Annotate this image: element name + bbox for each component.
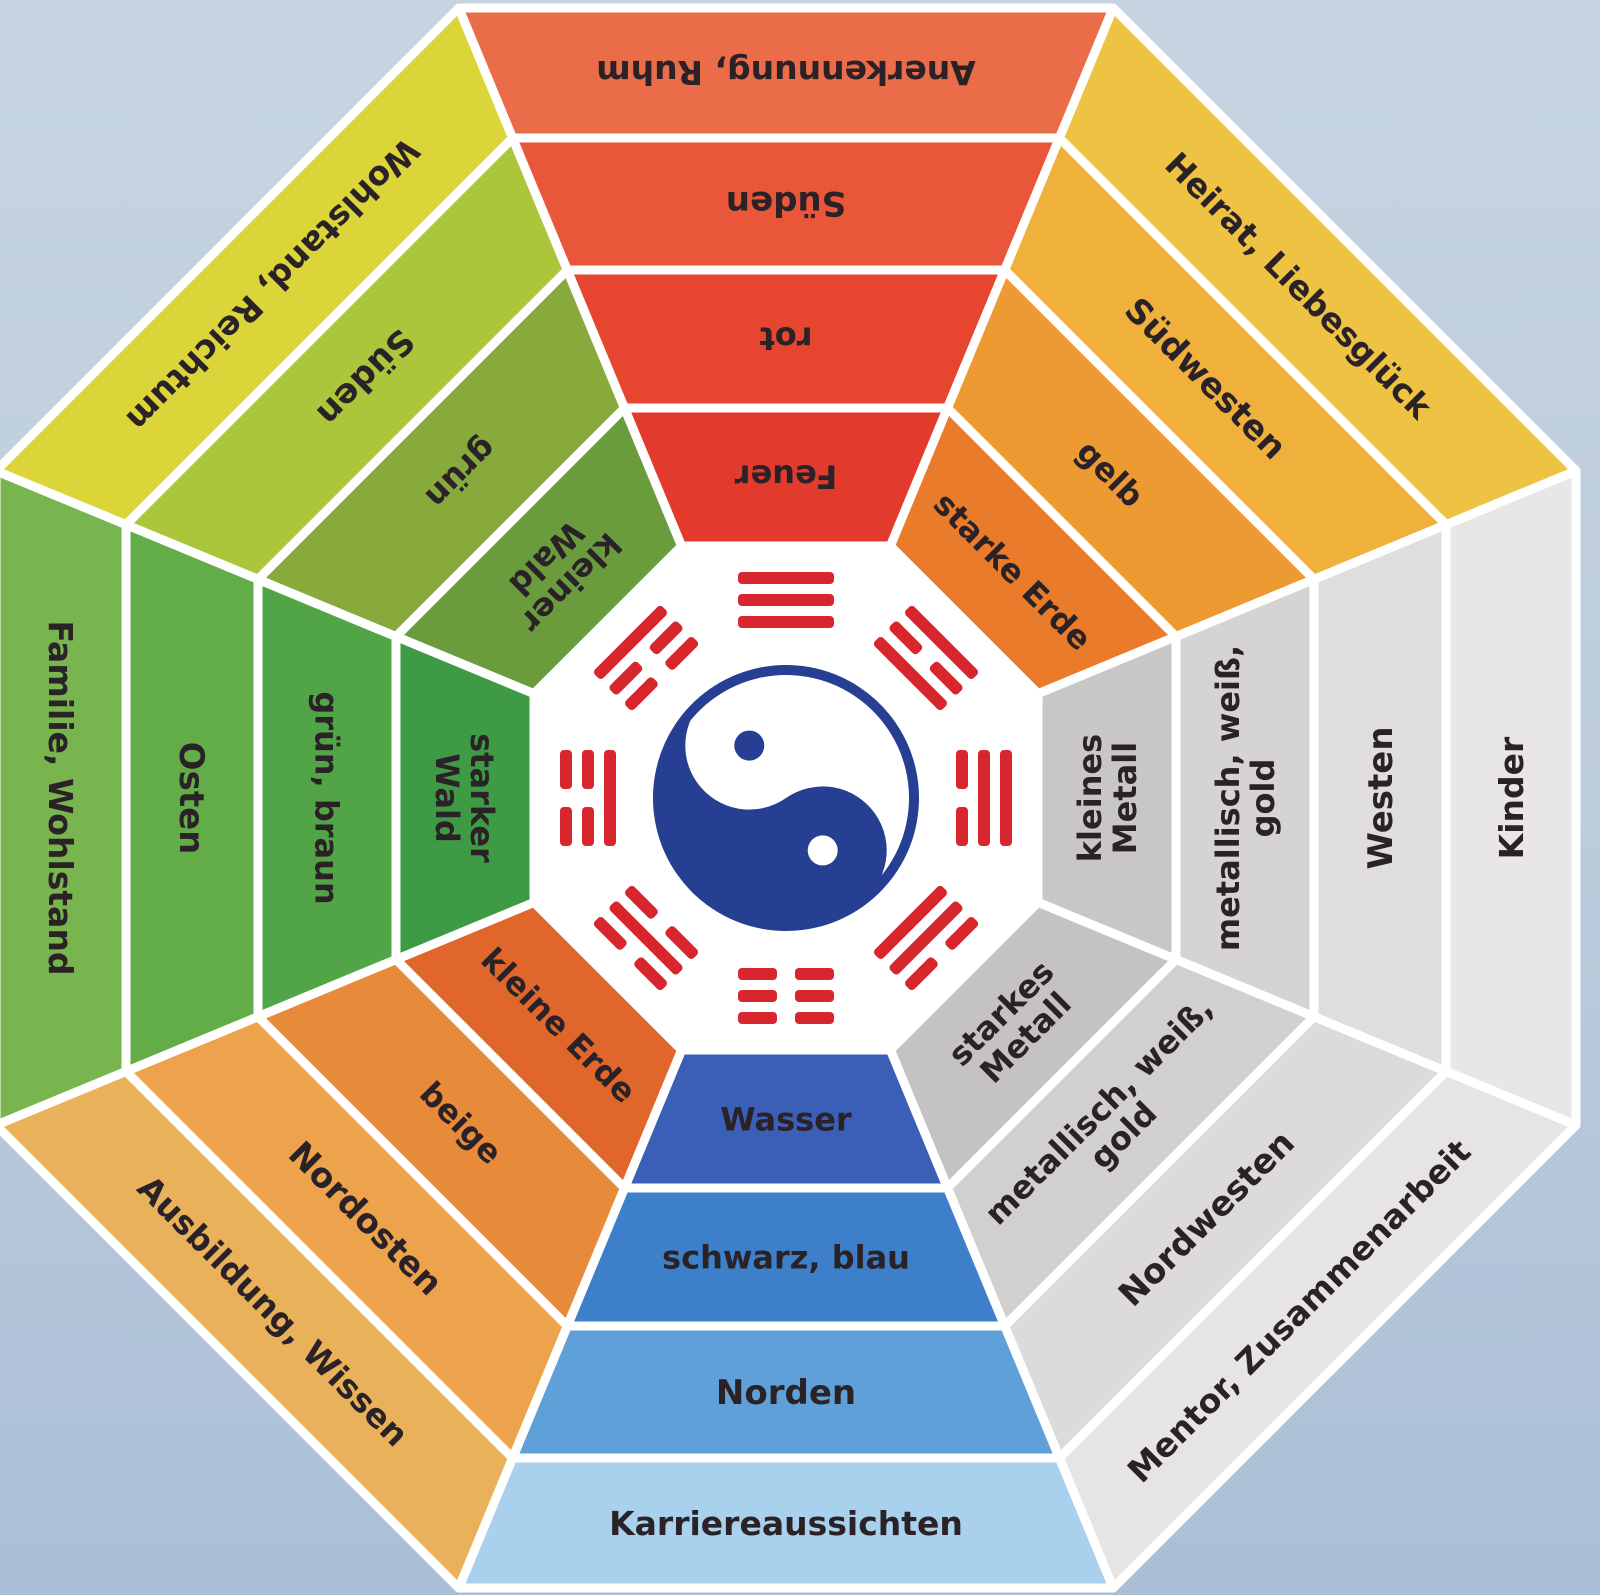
label-east-1: starkerWald (428, 733, 501, 863)
segment-southwest-4 (1054, 3, 1581, 530)
trigram-icon (593, 885, 699, 991)
trigram-ring (560, 572, 1012, 1024)
label-north-4: Karriereaussichten (609, 1504, 963, 1543)
label-west-1: kleinesMetall (1071, 734, 1144, 862)
trigram-icon (738, 968, 834, 1024)
trigram-icon (738, 572, 834, 628)
trigram-icon (956, 750, 1012, 846)
yin-yang-icon (653, 665, 919, 931)
label-north-3: Norden (716, 1373, 856, 1413)
trigram-icon (873, 605, 979, 711)
label-south-1: Feuer (735, 458, 838, 496)
label-west-3: Westen (1361, 726, 1401, 869)
segment-northeast-4 (0, 1066, 518, 1593)
trigram-icon (593, 605, 699, 711)
bagua-segments (0, 3, 1581, 1593)
label-north-1: Wasser (720, 1101, 852, 1139)
segment-east-4 (0, 467, 131, 1129)
label-south-3: Süden (726, 183, 846, 223)
label-east-4: Familie, Wohlstand (41, 620, 80, 975)
trigram-icon (560, 750, 616, 846)
label-north-2: schwarz, blau (662, 1239, 910, 1277)
label-east-2: grün, braun (308, 691, 346, 904)
label-south-4: Anerkennung, Ruhm (596, 53, 976, 92)
label-west-4: Kinder (1492, 736, 1531, 859)
label-east-3: Osten (171, 742, 211, 855)
trigram-icon (873, 885, 979, 991)
label-west-2: metallisch, weiß,gold (1209, 645, 1282, 951)
label-south-2: rot (759, 320, 812, 358)
